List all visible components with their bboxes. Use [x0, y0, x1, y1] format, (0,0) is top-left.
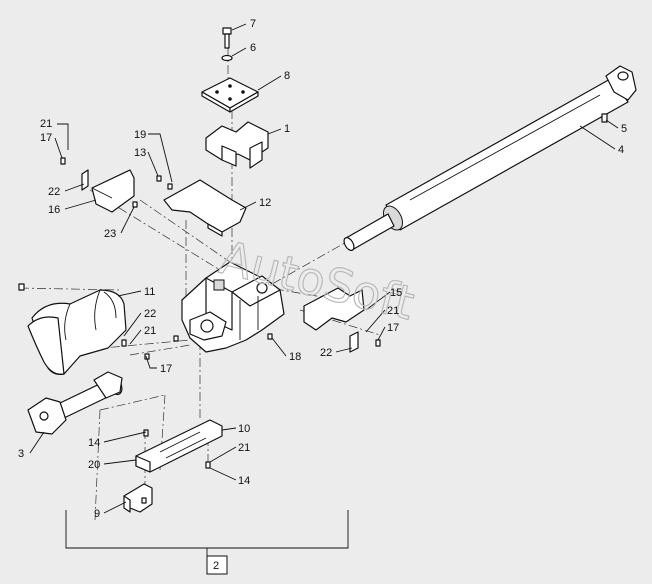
callout-11: 11: [144, 286, 155, 298]
callout-4: 4: [618, 144, 624, 156]
callout-18: 18: [289, 351, 301, 363]
callout-22-middle-left: 22: [144, 308, 156, 320]
part-9-bracket: [123, 483, 153, 513]
callout-15: 15: [390, 287, 402, 299]
callout-21-lower: 21: [238, 442, 250, 454]
callout-14-left: 14: [88, 437, 100, 449]
callout-21-upper-left: 21: [40, 118, 52, 130]
part-1-bracket: [205, 121, 269, 169]
callout-20: 20: [88, 459, 100, 471]
callout-1: 1: [284, 123, 290, 135]
part-4-tube: [343, 65, 637, 251]
part-6-washer: [221, 54, 233, 62]
callout-13: 13: [134, 147, 146, 159]
callout-21-right: 21: [387, 305, 399, 317]
callout-6: 6: [250, 42, 256, 54]
callout-23: 23: [104, 228, 116, 240]
callout-17-middle: 17: [160, 363, 172, 375]
callout-16: 16: [48, 204, 60, 216]
part-16-bracket: [81, 169, 135, 213]
callout-12: 12: [259, 197, 271, 209]
part-7-bolt: [222, 27, 232, 49]
callout-21-middle-left: 21: [144, 325, 156, 337]
part-8-plate: [201, 77, 259, 113]
group-bracket: [65, 510, 349, 575]
callout-10: 10: [238, 423, 250, 435]
part-5-bolt: [601, 113, 608, 123]
hardware-fasteners: [18, 157, 381, 504]
part-10-plate: [135, 419, 223, 473]
callout-8: 8: [284, 70, 290, 82]
callout-14-right: 14: [238, 475, 250, 487]
callout-22-right: 22: [320, 347, 332, 359]
part-3-drive-shaft: [27, 371, 123, 435]
leader-lines: [29, 23, 619, 514]
part-12-bracket: [163, 179, 247, 237]
callout-9: 9: [94, 508, 100, 520]
central-frame-assembly: [181, 261, 285, 353]
callout-3: 3: [18, 448, 24, 460]
callout-17-right: 17: [387, 322, 399, 334]
callout-labels: 7 6 8 1 21 17 19 13 22 16 23 12 5 4 11 2…: [18, 18, 627, 572]
group-label: 2: [213, 560, 219, 572]
callout-22-upper-left: 22: [48, 186, 60, 198]
callout-5: 5: [621, 123, 627, 135]
callout-7: 7: [250, 18, 256, 30]
part-right-bracket: [303, 287, 365, 353]
part-11-shield: [27, 289, 127, 375]
callout-17-upper-left: 17: [40, 132, 52, 144]
callout-19: 19: [134, 129, 146, 141]
